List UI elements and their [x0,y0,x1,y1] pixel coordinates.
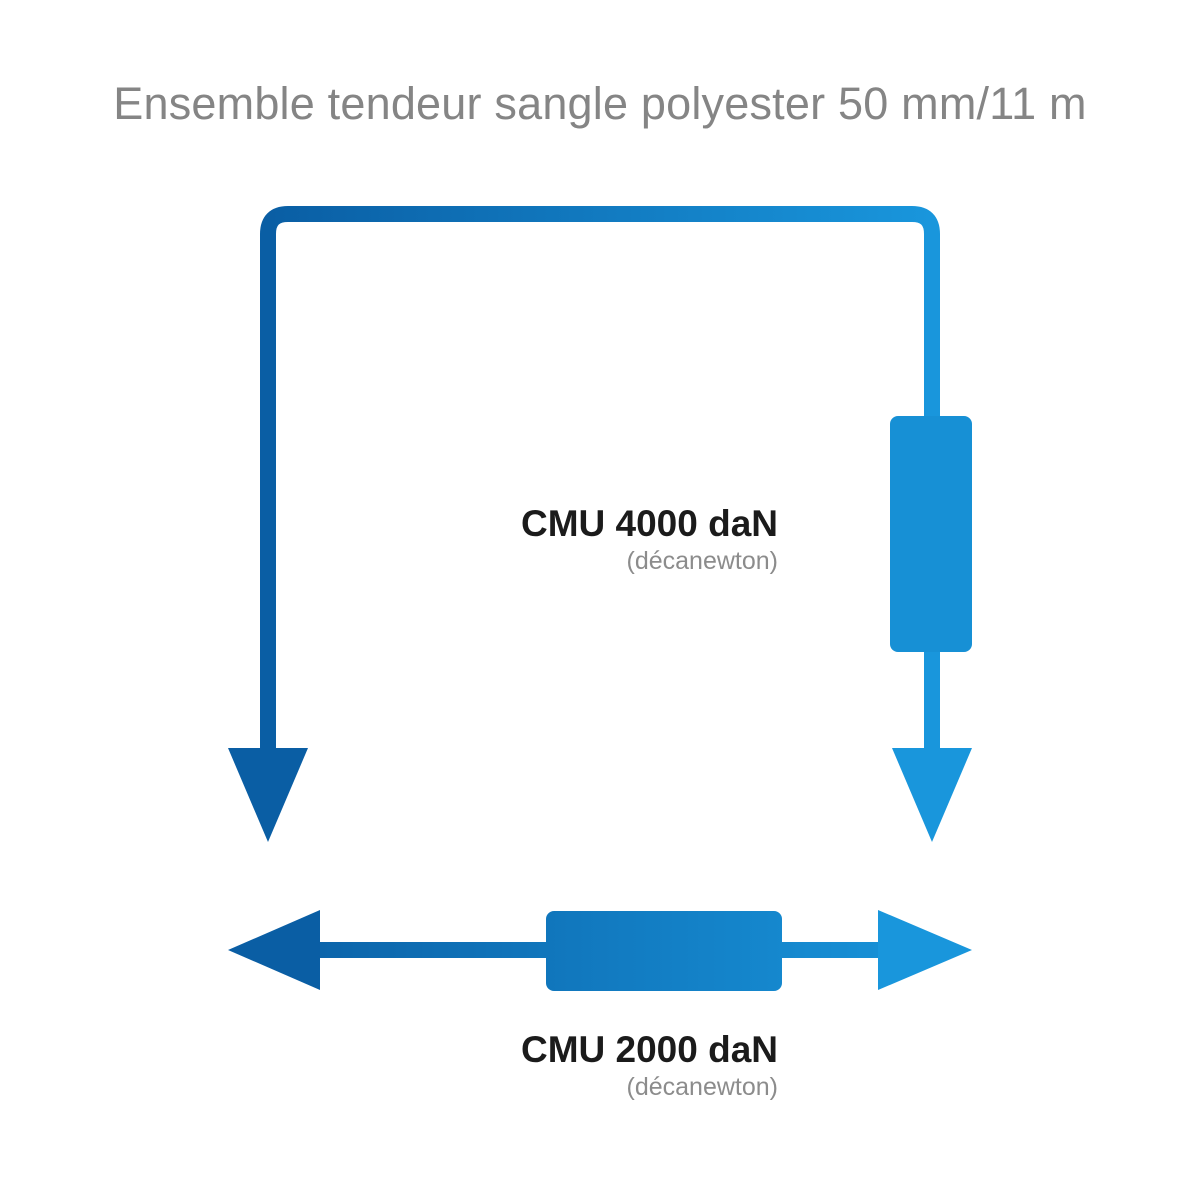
loop-cmu-value: CMU 4000 daN [520,503,778,544]
loop-cmu-label: CMU 4000 daN (décanewton) [521,504,778,578]
ratchet-tensioner-vertical [890,416,972,652]
page-title: Ensemble tendeur sangle polyester 50 mm/… [113,78,1087,129]
straight-cmu-value: CMU 2000 daN [520,1029,778,1070]
left-down-arrowhead [228,748,308,842]
left-arrowhead [228,910,320,990]
loop-configuration [228,206,972,842]
right-down-arrowhead [892,748,972,842]
loop-strap [260,206,940,765]
straight-configuration [228,910,972,991]
straight-cmu-unit: (décanewton) [626,1073,778,1101]
right-arrowhead [878,910,972,990]
ratchet-tensioner-horizontal [546,911,782,991]
straight-cmu-label: CMU 2000 daN (décanewton) [521,1030,778,1104]
loop-cmu-unit: (décanewton) [626,547,778,575]
